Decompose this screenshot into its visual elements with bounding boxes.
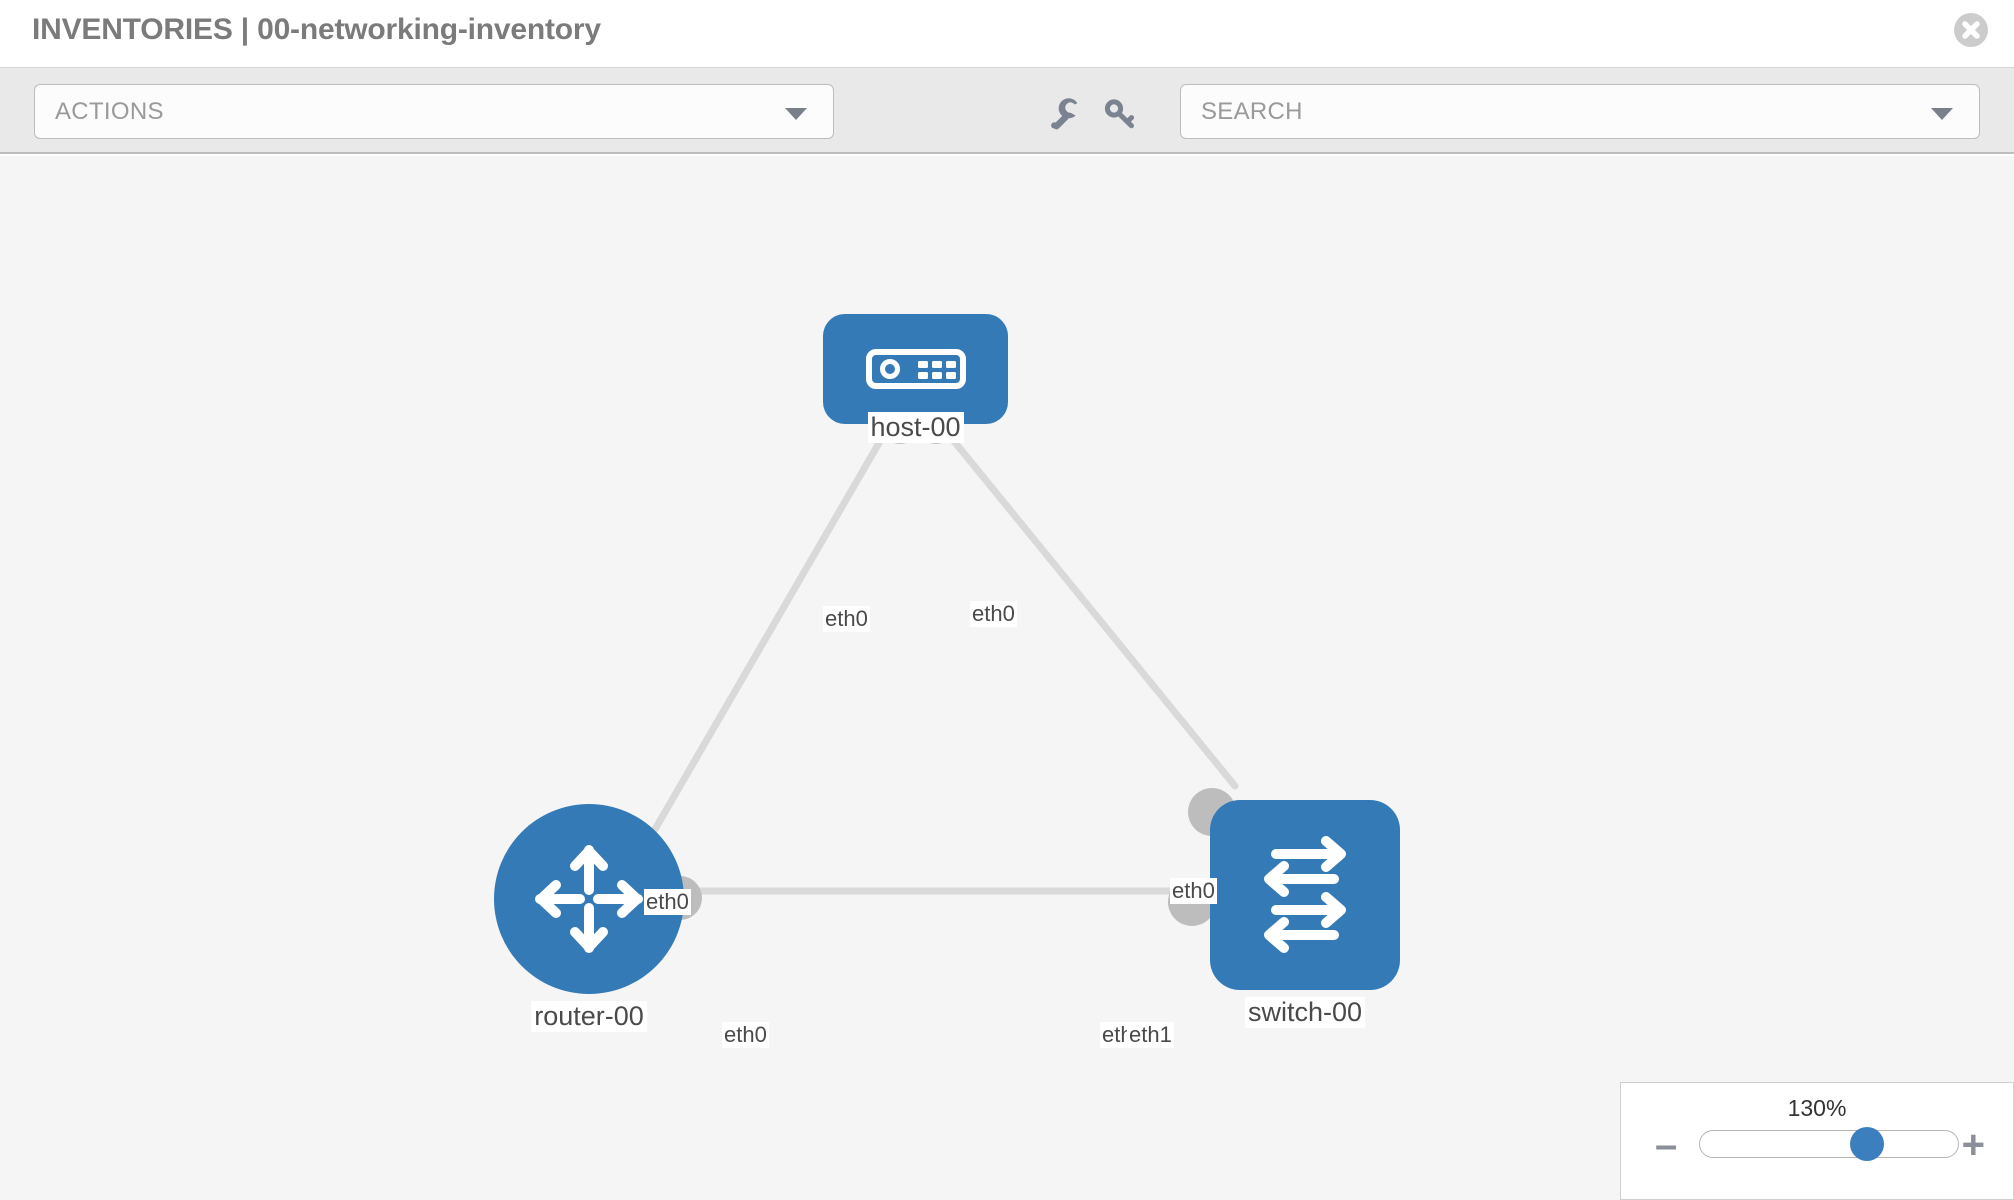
iface-switch-up: eth0 — [1170, 878, 1217, 904]
server-icon — [865, 349, 966, 389]
wrench-icon[interactable] — [1045, 94, 1085, 134]
iface-router-right: eth0 — [722, 1022, 769, 1048]
zoom-level-value: 130% — [1787, 1095, 1847, 1121]
link-host-switch — [936, 420, 1239, 790]
actions-dropdown-label: ACTIONS — [55, 98, 164, 125]
node-switch-label: switch-00 — [1244, 997, 1366, 1028]
topology-links — [621, 420, 1239, 895]
search-placeholder: SEARCH — [1201, 98, 1303, 125]
iface-switch-left-b: eth1 — [1127, 1022, 1174, 1048]
node-host-00[interactable]: host-00 — [823, 314, 1008, 444]
node-router-label: router-00 — [531, 1001, 647, 1032]
key-icon[interactable] — [1100, 94, 1140, 134]
title-bar: INVENTORIES | 00-networking-inventory — [0, 0, 2014, 68]
zoom-in-button[interactable]: + — [1961, 1123, 1985, 1167]
chevron-down-icon — [785, 108, 807, 120]
toolbar: ACTIONS SEARCH — [0, 68, 2014, 154]
close-icon[interactable] — [1954, 13, 1988, 47]
iface-host-left: eth0 — [823, 606, 870, 632]
chevron-down-icon — [1931, 108, 1953, 120]
zoom-control-panel: 130% – + — [1620, 1082, 2014, 1200]
zoom-out-button[interactable]: – — [1655, 1123, 1678, 1167]
node-switch-00[interactable]: switch-00 — [1168, 788, 1400, 1028]
switch-arrows-icon — [1264, 836, 1346, 953]
node-switch-shape — [1210, 800, 1400, 990]
link-host-router — [621, 420, 894, 885]
zoom-slider[interactable] — [1699, 1127, 1959, 1161]
search-input[interactable]: SEARCH — [1180, 84, 1980, 139]
page-title: INVENTORIES | 00-networking-inventory — [32, 13, 601, 46]
topology-canvas[interactable]: host-00 eth0 eth0 — [0, 156, 2014, 1200]
actions-dropdown[interactable]: ACTIONS — [34, 84, 834, 139]
iface-host-right: eth0 — [970, 601, 1017, 627]
router-arrows-icon — [535, 845, 643, 953]
zoom-slider-thumb[interactable] — [1850, 1127, 1884, 1161]
iface-router-up: eth0 — [644, 889, 691, 915]
node-host-label: host-00 — [867, 412, 964, 443]
node-host-shape — [823, 314, 1008, 424]
